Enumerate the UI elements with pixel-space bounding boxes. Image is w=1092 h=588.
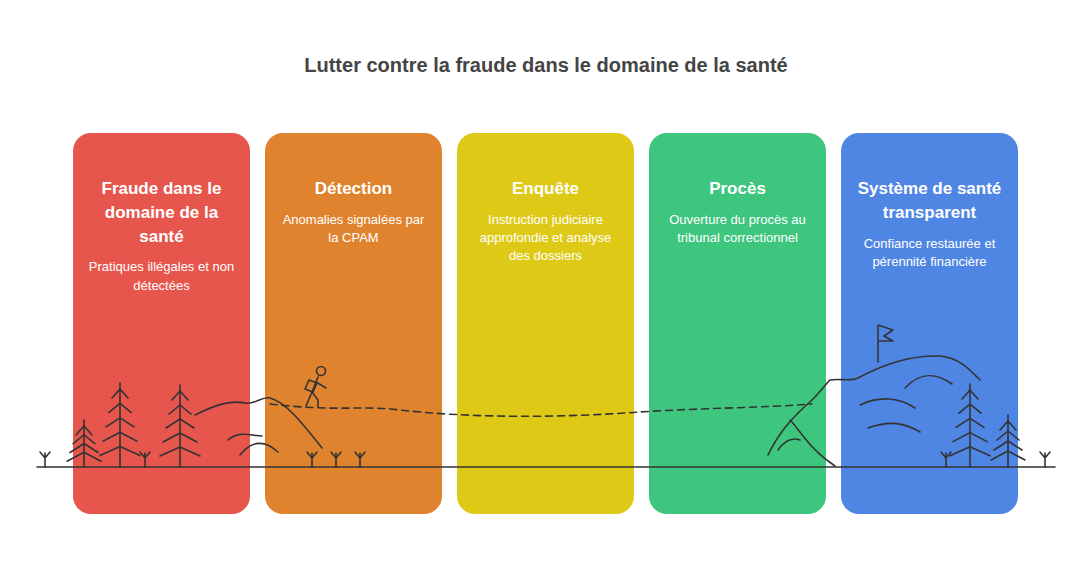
fraud-box: Fraude dans le domaine de la santéPratiq… — [73, 133, 250, 514]
diagram-title: Lutter contre la fraude dans le domaine … — [0, 54, 1092, 77]
box-heading: Détection — [279, 177, 428, 201]
box-heading: Système de santé transparent — [855, 177, 1004, 225]
detection-box: DétectionAnomalies signalées par la CPAM — [265, 133, 442, 514]
box-heading: Procès — [663, 177, 812, 201]
box-description: Instruction judiciaire approfondie et an… — [471, 211, 620, 266]
box-heading: Enquête — [471, 177, 620, 201]
box-heading: Fraude dans le domaine de la santé — [87, 177, 236, 248]
box-description: Pratiques illégales et non détectées — [87, 258, 236, 294]
box-description: Anomalies signalées par la CPAM — [279, 211, 428, 247]
box-description: Ouverture du procès au tribunal correcti… — [663, 211, 812, 247]
investigation-box: EnquêteInstruction judiciaire approfondi… — [457, 133, 634, 514]
outcome-box: Système de santé transparentConfiance re… — [841, 133, 1018, 514]
box-description: Confiance restaurée et pérennité financi… — [855, 235, 1004, 271]
trial-box: ProcèsOuverture du procès au tribunal co… — [649, 133, 826, 514]
